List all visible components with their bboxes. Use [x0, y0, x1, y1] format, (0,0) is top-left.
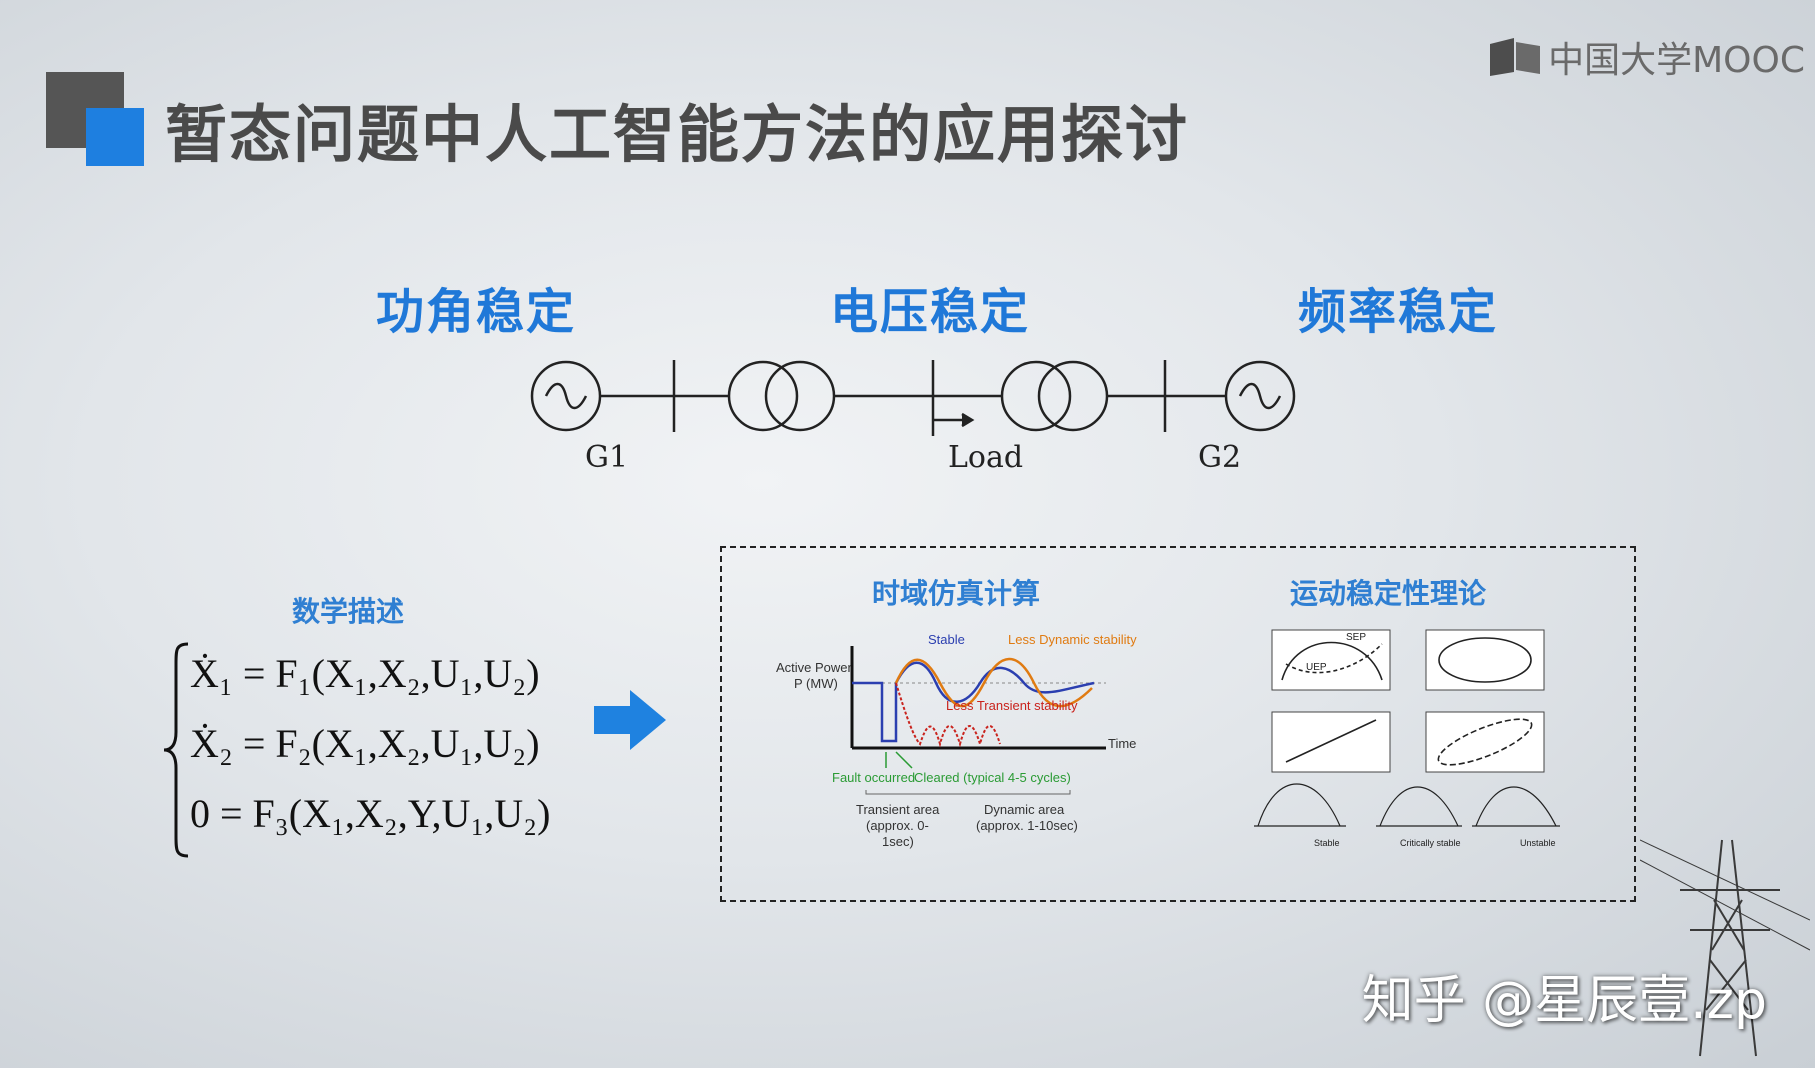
motion-stability-theory-title: 运动稳定性理论	[1290, 577, 1487, 610]
topic-frequency-stability: 频率稳定	[1298, 284, 1499, 340]
equation-2: Ẋ₂ = F₂(X₁,X₂,U₁,U₂)	[190, 721, 540, 766]
equation-3: 0 = F₃(X₁,X₂,Y,U₁,U₂)	[190, 791, 551, 836]
math-description-label: 数学描述	[292, 595, 405, 628]
stable-case-label: Stable	[1314, 838, 1340, 848]
time-domain-simulation-title: 时域仿真计算	[872, 577, 1041, 610]
transformer-2-icon	[1000, 360, 1072, 432]
less-dynamic-curve	[894, 657, 1093, 708]
title-decoration	[46, 72, 144, 166]
sep-label: SEP	[1346, 632, 1366, 643]
topic-angle-stability: 功角稳定	[376, 284, 577, 340]
equation-1: Ẋ₁ = F₁(X₁,X₂,U₁,U₂)	[190, 651, 540, 696]
transient-area-range: (approx. 0-	[866, 818, 929, 833]
cleared-label: Cleared (typical 4-5 cycles)	[914, 770, 1071, 785]
dynamic-area-range: (approx. 1-10sec)	[976, 818, 1078, 833]
transformer-1-icon	[727, 360, 799, 432]
zhihu-watermark: 知乎 @星辰壹.zp	[1361, 971, 1767, 1031]
unstable-label: Unstable	[1520, 838, 1556, 848]
critically-stable-label: Critically stable	[1400, 838, 1461, 848]
mooc-logo-text: 中国大学MOOC	[1548, 40, 1805, 81]
phase-plane-plots: SEP UEP Stable Critically stable Unstabl…	[1254, 629, 1560, 848]
transient-area-label: Transient area	[856, 802, 940, 817]
generator-g2-icon	[1224, 360, 1296, 432]
plot-ylabel: Active Power	[776, 660, 853, 675]
label-g1: G1	[585, 440, 629, 475]
mooc-logo: 中国大学MOOC	[1488, 34, 1805, 81]
right-arrow-icon	[594, 690, 666, 750]
power-system-diagram	[530, 360, 1296, 436]
methods-panel	[720, 546, 1636, 902]
mooc-logo-icon	[1490, 38, 1541, 76]
less-transient-curve	[895, 682, 1001, 748]
left-brace-icon	[163, 642, 189, 858]
topic-voltage-stability: 电压稳定	[830, 284, 1031, 340]
label-load: Load	[948, 440, 1024, 475]
stable-label: Stable	[928, 632, 965, 647]
less-dynamic-label: Less Dynamic stability	[1008, 632, 1137, 647]
uep-label: UEP	[1306, 662, 1327, 673]
slide-title: 暂态问题中人工智能方法的应用探讨	[165, 98, 1190, 171]
equation-system: Ẋ₁ = F₁(X₁,X₂,U₁,U₂) Ẋ₂ = F₂(X₁,X₂,U₁,U₂…	[162, 640, 602, 860]
fault-occurred-label: Fault occurred	[832, 770, 915, 785]
transmission-tower-icon	[1640, 839, 1810, 1057]
plot-xlabel: Time	[1108, 736, 1136, 751]
dynamic-area-label: Dynamic area	[984, 802, 1065, 817]
plot-ylabel-unit: P (MW)	[794, 676, 838, 691]
stable-curve	[852, 661, 1095, 743]
transient-area-range-end: 1sec)	[882, 834, 914, 849]
less-transient-label: Less Transient stability	[946, 698, 1078, 713]
time-domain-plot: Active Power P (MW) Time Stable Less Dyn…	[776, 632, 1137, 849]
label-g2: G2	[1198, 440, 1242, 475]
